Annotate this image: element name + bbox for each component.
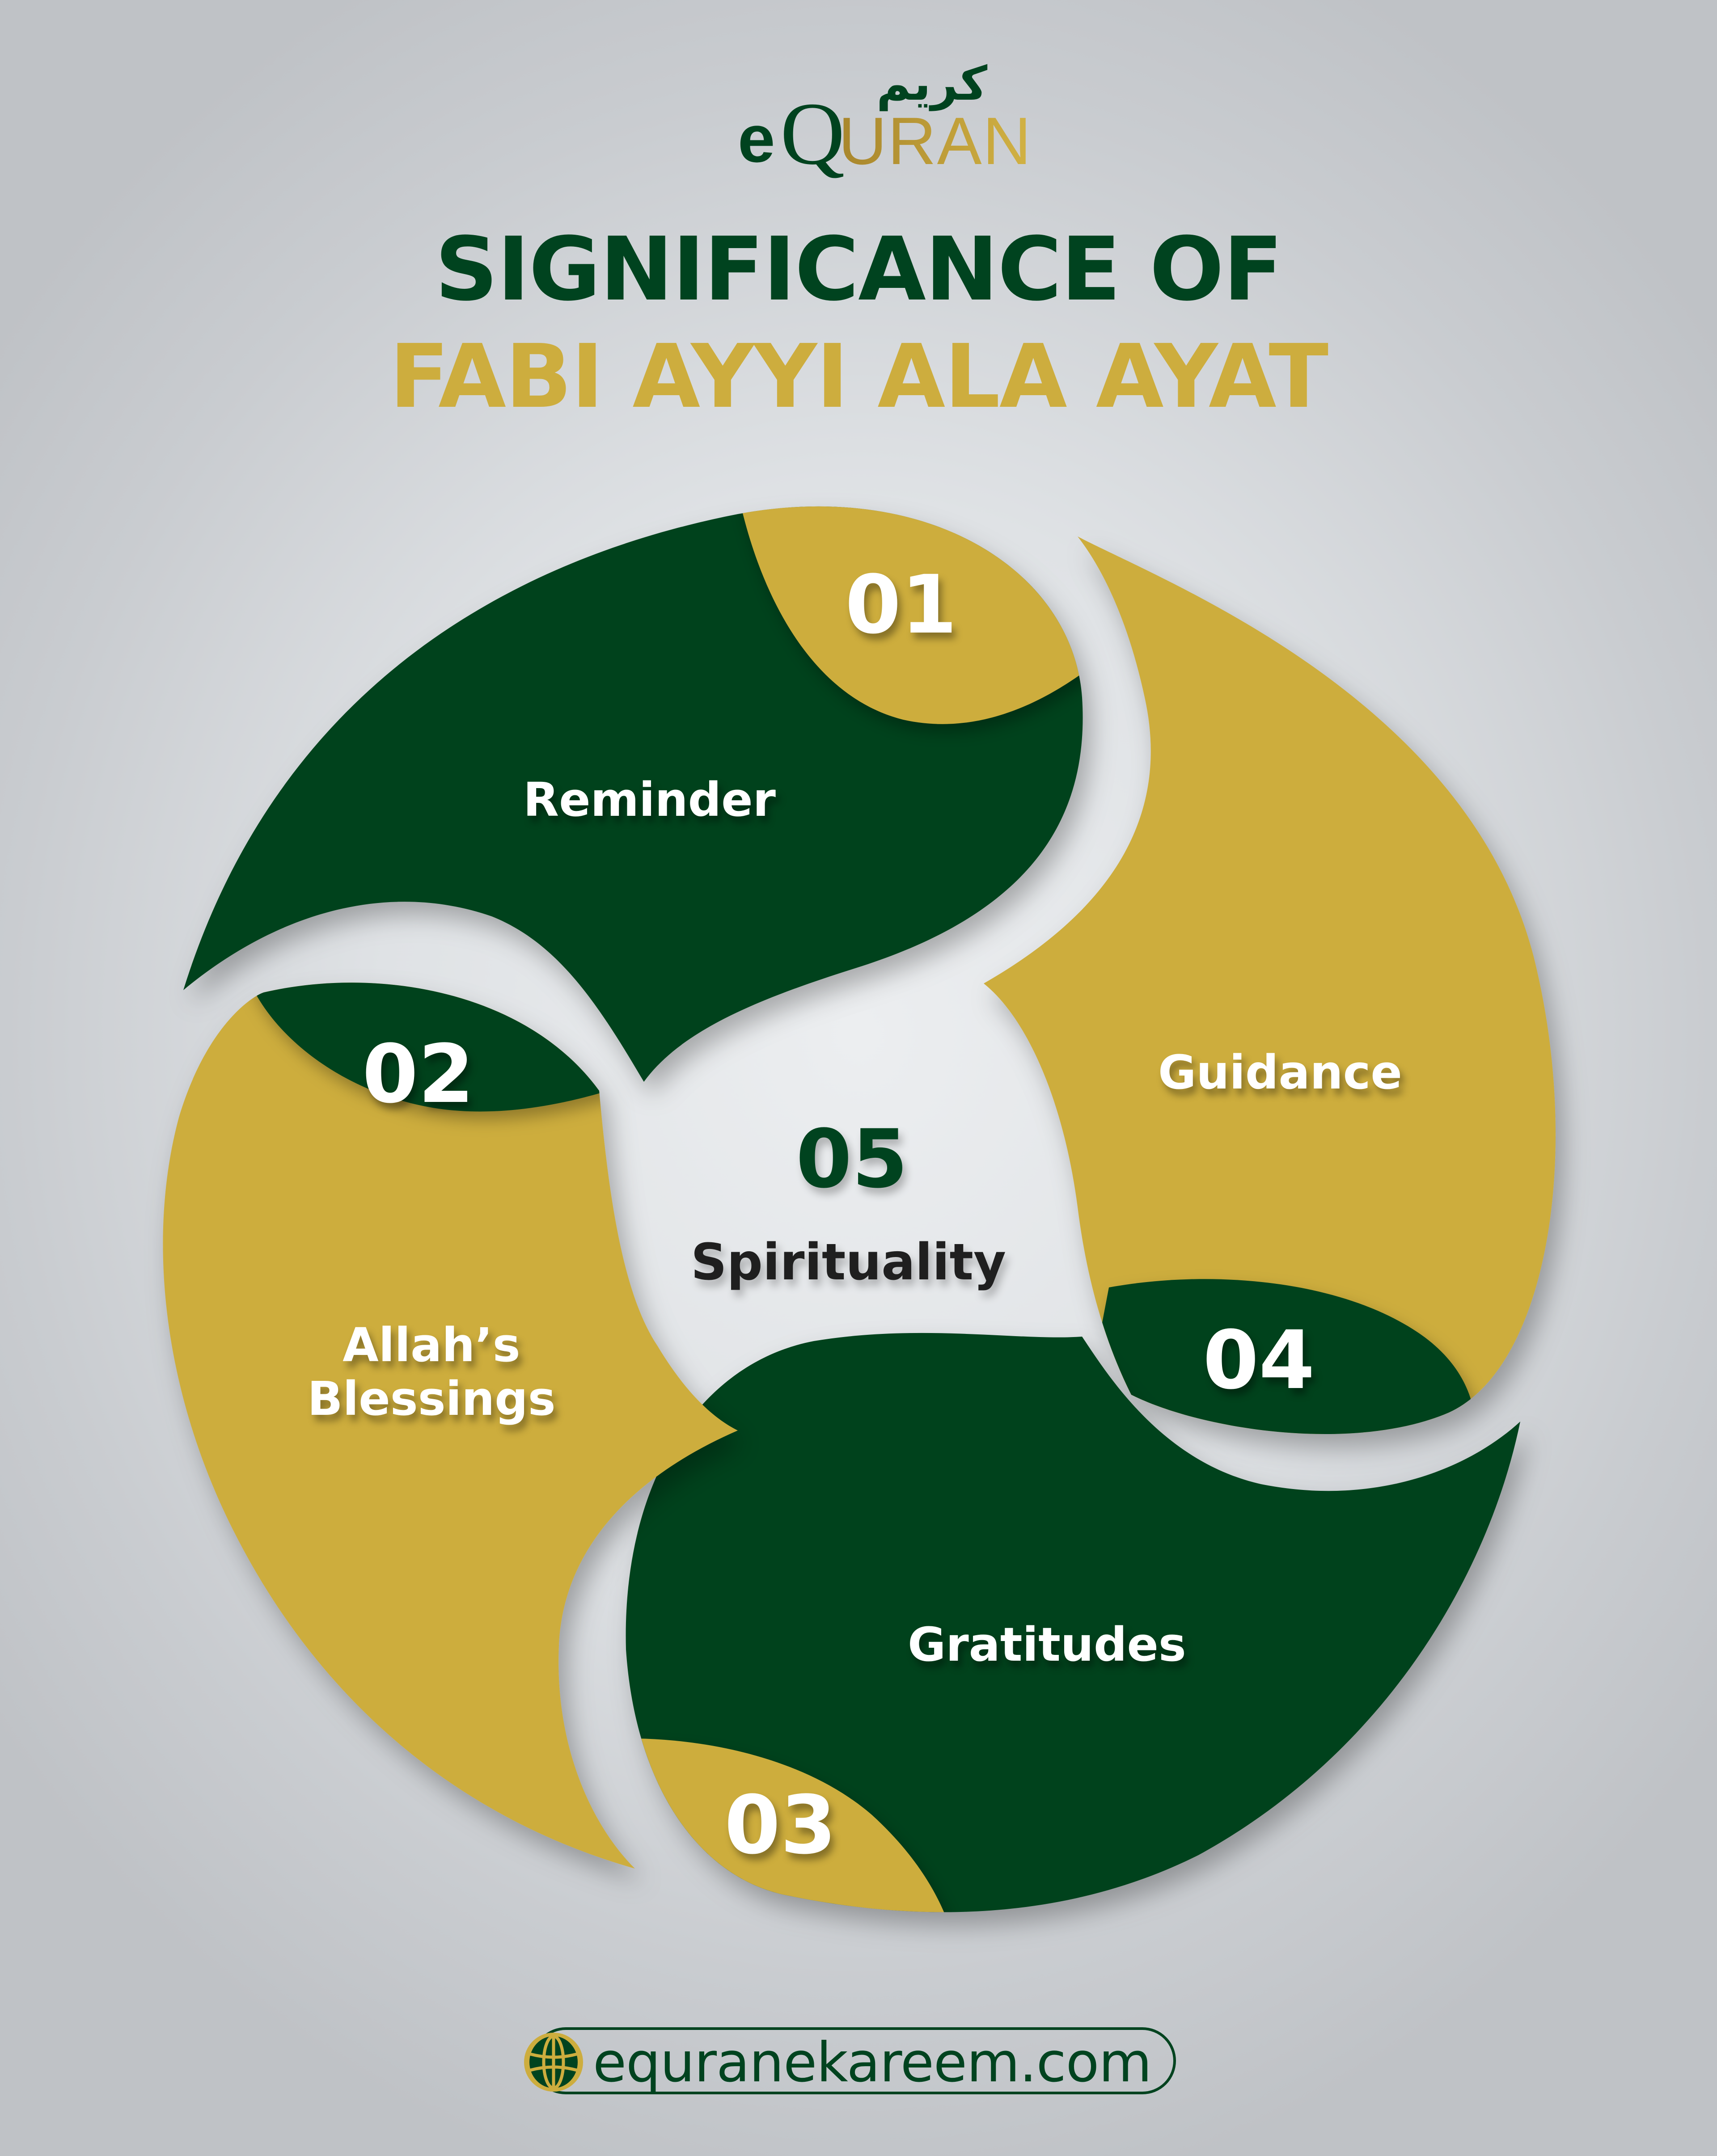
title-line-1: SIGNIFICANCE OF bbox=[435, 219, 1283, 321]
item-04-label: Guidance bbox=[1158, 1045, 1402, 1100]
logo-suffix: URAN bbox=[838, 103, 1032, 178]
logo-q-letter: Q bbox=[780, 84, 845, 183]
item-03-number: 03 bbox=[724, 1779, 837, 1872]
logo-arabic-text: كريم bbox=[876, 56, 988, 111]
item-05-number: 05 bbox=[796, 1113, 908, 1206]
item-03-label: Gratitudes bbox=[908, 1617, 1186, 1672]
item-02-number: 02 bbox=[362, 1028, 474, 1121]
item-02-label-line2: Blessings bbox=[307, 1371, 556, 1426]
website-url[interactable]: equranekareem.com bbox=[593, 2031, 1152, 2094]
item-01-number: 01 bbox=[845, 558, 957, 652]
item-02-label-line1: Allah’s bbox=[343, 1318, 520, 1372]
petal-gratitudes bbox=[626, 1333, 1520, 1912]
item-05-label: Spirituality bbox=[691, 1233, 1007, 1291]
item-04-number: 04 bbox=[1203, 1314, 1315, 1407]
globe-icon bbox=[524, 2033, 583, 2092]
petal-blessings bbox=[163, 983, 738, 1869]
item-02-label: Allah’s Blessings bbox=[291, 1318, 572, 1426]
petal-guidance bbox=[984, 536, 1556, 1434]
logo-prefix: e bbox=[738, 101, 775, 176]
title-line-2: FABI AYYI ALA AYAT bbox=[389, 326, 1328, 428]
brand-logo: كريم e Q URAN bbox=[733, 56, 1031, 179]
website-link[interactable]: equranekareem.com bbox=[524, 2027, 1176, 2094]
item-01-label: Reminder bbox=[523, 772, 776, 827]
